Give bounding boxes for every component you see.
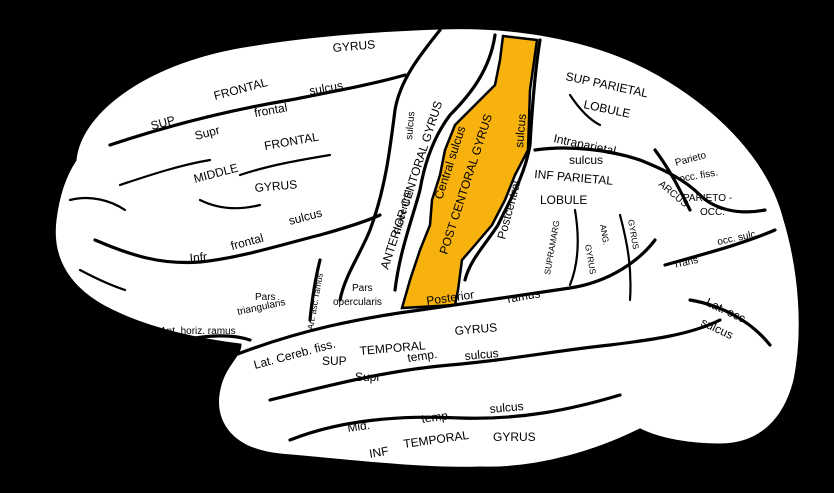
label-supr-temp-1: Supr — [355, 370, 380, 384]
precentral-sulcus — [338, 28, 442, 302]
transverse-occipital-sulcus — [663, 228, 777, 267]
frontal-pole-folds — [68, 196, 127, 292]
label-ang: ANG. — [598, 224, 611, 246]
label-sup-gyrus: GYRUS — [332, 37, 376, 55]
label-pars-orbitalis-2: orbitalis — [182, 356, 216, 367]
middle-temporal-sulcus — [288, 393, 622, 442]
postcentral-gyrus-highlight — [400, 34, 539, 310]
middle-frontal-secondary — [118, 153, 332, 210]
label-supr-temp-2: temp. — [406, 347, 438, 365]
parieto-occipital-fissure — [653, 148, 692, 212]
label-infr: Infr — [189, 250, 207, 265]
label-gyrus-mid: GYRUS — [254, 177, 298, 195]
intraparietal-sulcus — [533, 146, 767, 214]
label-sulcus-intra: sulcus — [569, 153, 603, 167]
label-sup-sulcus: sulcus — [308, 78, 344, 98]
label-trans-occ-sulc-1: Trans — [672, 255, 699, 271]
label-inf-temporal-1: INF — [368, 444, 389, 461]
label-supr: Supr — [193, 123, 221, 143]
label-sup-temporal-1: SUP — [322, 354, 347, 368]
label-mid-temp-2: temp. — [420, 408, 452, 426]
superior-temporal-sulcus — [268, 318, 722, 402]
label-pars-opercularis-2: opercularis — [333, 297, 382, 308]
label-precentral-sulcus-1: sulcus — [404, 111, 417, 140]
label-ant-horiz-ramus: Ant. horiz. ramus — [160, 326, 236, 337]
lateral-fissure — [233, 238, 657, 357]
sup-parietal-minor-sulcus — [568, 93, 602, 127]
inferior-frontal-sulcus — [93, 213, 382, 265]
label-sup: SUP — [149, 113, 176, 133]
superior-frontal-sulcus — [108, 73, 407, 147]
label-parieto-occ-1: PARIETO - — [683, 193, 732, 204]
label-inf-temporal-3: GYRUS — [493, 430, 536, 444]
central-sulcus — [393, 33, 497, 292]
label-mid-temp-1: Mid. — [346, 418, 370, 435]
postcentral-sulcus — [463, 38, 542, 282]
label-mid-temp-3: sulcus — [489, 399, 524, 416]
label-pars-orbitalis-1: Pars — [172, 344, 193, 355]
label-sup-temporal-2: TEMPORAL — [359, 338, 426, 358]
angular-sulcus — [618, 213, 632, 302]
label-lobule-inf: LOBULE — [540, 193, 587, 207]
label-posterior: Posterior — [425, 287, 475, 308]
lateral-occipital-sulcus — [688, 298, 772, 347]
label-ramus: ramus — [506, 286, 541, 306]
label-sup-temporal-3: GYRUS — [454, 320, 498, 338]
anterior-ascending-ramus — [308, 258, 322, 322]
label-parieto-occ-2: OCC. — [700, 207, 725, 218]
label-pars-opercularis-1: Pars — [352, 283, 373, 294]
label-frontal-lc: frontal — [253, 100, 288, 120]
label-supr-temp-3: sulcus — [464, 346, 499, 363]
anterior-horizontal-ramus — [193, 334, 252, 342]
supramarginal-sulcus — [568, 208, 579, 287]
label-post-sulcus: sulcus — [512, 113, 529, 148]
label-pars-triangularis-1: Pars — [255, 292, 276, 303]
label-inf-parietal: INF PARIETAL — [534, 167, 614, 188]
